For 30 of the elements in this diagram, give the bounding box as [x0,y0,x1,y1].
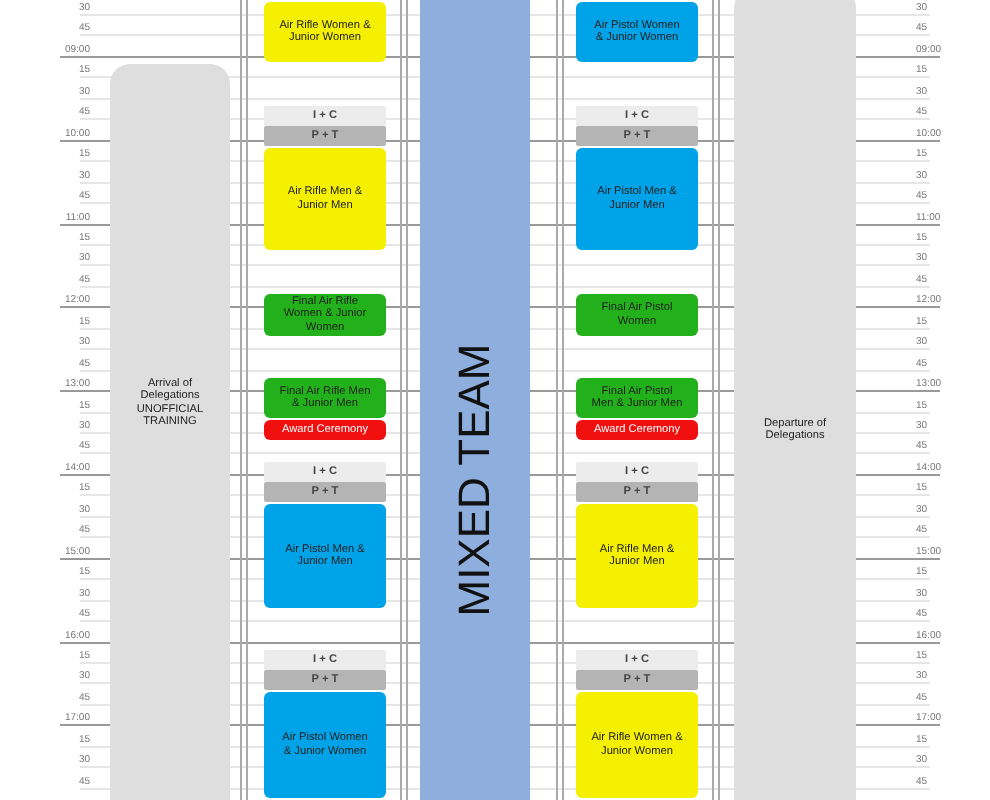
session-bar [576,482,698,502]
event-block [576,692,698,798]
session-bar [576,670,698,690]
session-bar [264,462,386,482]
event-block [576,148,698,250]
session-bar [264,482,386,502]
event-block [576,504,698,608]
mixed-team-band [420,0,530,800]
session-bar [576,650,698,670]
event-block [576,2,698,62]
ceremony-block [576,420,698,440]
schedule-block [110,64,230,800]
final-block [264,294,386,336]
final-block [576,378,698,418]
event-block [264,692,386,798]
session-bar [576,106,698,126]
session-bar [264,106,386,126]
schedule-block [734,0,856,800]
final-block [576,294,698,336]
event-block [264,504,386,608]
ceremony-block [264,420,386,440]
final-block [264,378,386,418]
session-bar [576,462,698,482]
band-title: MIXED TEAM [451,343,499,617]
session-bar [264,650,386,670]
session-bar [264,670,386,690]
event-block [264,2,386,62]
session-bar [264,126,386,146]
event-block [264,148,386,250]
session-bar [576,126,698,146]
